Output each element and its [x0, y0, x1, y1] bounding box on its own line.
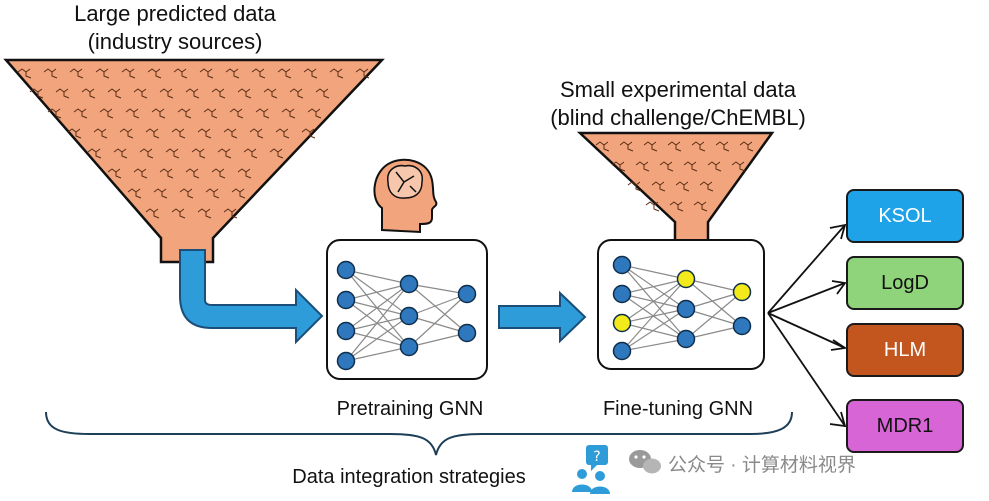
small-data-funnel	[576, 131, 775, 252]
pretraining-node	[336, 351, 356, 371]
pretraining-edge	[345, 283, 410, 332]
pretraining-node	[399, 274, 419, 294]
finetuning-edge	[621, 322, 687, 340]
finetuning-edge	[621, 308, 687, 352]
finetuning-node	[732, 282, 752, 302]
finetuning-edge	[685, 291, 743, 340]
brain-head-icon	[373, 158, 438, 234]
output-arrows	[767, 223, 848, 428]
people-question-icon: ?	[572, 445, 610, 494]
pretraining-edge	[408, 283, 468, 295]
pretraining-edge	[345, 269, 410, 285]
small-data-title-line2: (blind challenge/ChEMBL)	[550, 105, 806, 130]
pretraining-edge	[345, 283, 410, 301]
pretraining-edge	[408, 332, 468, 348]
pretraining-edge	[345, 315, 410, 332]
finetuning-node	[676, 299, 696, 319]
integration-label: Data integration strategies	[292, 466, 526, 488]
pretraining-edge	[408, 283, 468, 334]
pretraining-edge	[345, 315, 410, 362]
pretraining-edge	[345, 283, 410, 362]
large-data-title-line1: Large predicted data	[74, 1, 276, 26]
finetuning-edge	[685, 278, 743, 327]
large-data-funnel	[3, 58, 385, 264]
pretraining-edge	[408, 315, 468, 334]
finetuning-node	[612, 313, 632, 333]
pretraining-node	[457, 323, 477, 343]
pretraining-node	[457, 284, 477, 304]
output-hlm: HLM	[846, 323, 964, 377]
finetuning-edge	[685, 291, 743, 310]
bent-arrow-to-pretraining	[179, 249, 324, 345]
output-mdr1: MDR1	[846, 399, 964, 453]
finetuning-edge	[621, 264, 687, 280]
output-hlm-label: HLM	[883, 338, 927, 361]
finetuning-node	[732, 316, 752, 336]
output-logd-label: LogD	[881, 271, 929, 294]
small-data-title-line1: Small experimental data	[559, 77, 796, 102]
finetuning-edge	[621, 308, 687, 324]
output-mdr1-label: MDR1	[876, 414, 934, 437]
output-ksol-label: KSOL	[878, 204, 932, 227]
pretraining-node	[336, 260, 356, 280]
pretraining-node	[336, 290, 356, 310]
integration-brace	[45, 411, 793, 456]
large-data-title-line2: (industry sources)	[87, 29, 263, 54]
svg-text:?: ?	[593, 449, 600, 465]
output-ksol: KSOL	[846, 189, 964, 243]
pretraining-edge	[408, 293, 468, 348]
finetuning-edge	[685, 308, 743, 327]
finetuning-node	[612, 341, 632, 361]
output-logd: LogD	[846, 256, 964, 310]
finetuning-gnn-label: Fine-tuning GNN	[602, 398, 754, 420]
pretraining-node	[399, 306, 419, 326]
pretraining-edge	[408, 293, 468, 317]
finetuning-node	[676, 269, 696, 289]
arrow-to-finetuning	[498, 290, 587, 344]
finetuning-edge	[621, 278, 687, 352]
finetuning-edge	[621, 278, 687, 295]
finetuning-edge	[621, 338, 687, 352]
finetuning-edge	[621, 278, 687, 324]
pretraining-edge	[345, 346, 410, 362]
pretraining-node	[336, 321, 356, 341]
finetuning-node	[676, 329, 696, 349]
finetuning-node	[612, 255, 632, 275]
pretraining-node	[399, 337, 419, 357]
wechat-icon	[629, 450, 661, 474]
pretraining-gnn-label: Pretraining GNN	[336, 398, 484, 420]
finetuning-node	[612, 284, 632, 304]
pretraining-edge	[345, 269, 410, 317]
finetuning-edge	[685, 325, 743, 340]
finetuning-edge	[685, 278, 743, 293]
watermark-text: 公众号 · 计算材料视界	[668, 455, 856, 476]
